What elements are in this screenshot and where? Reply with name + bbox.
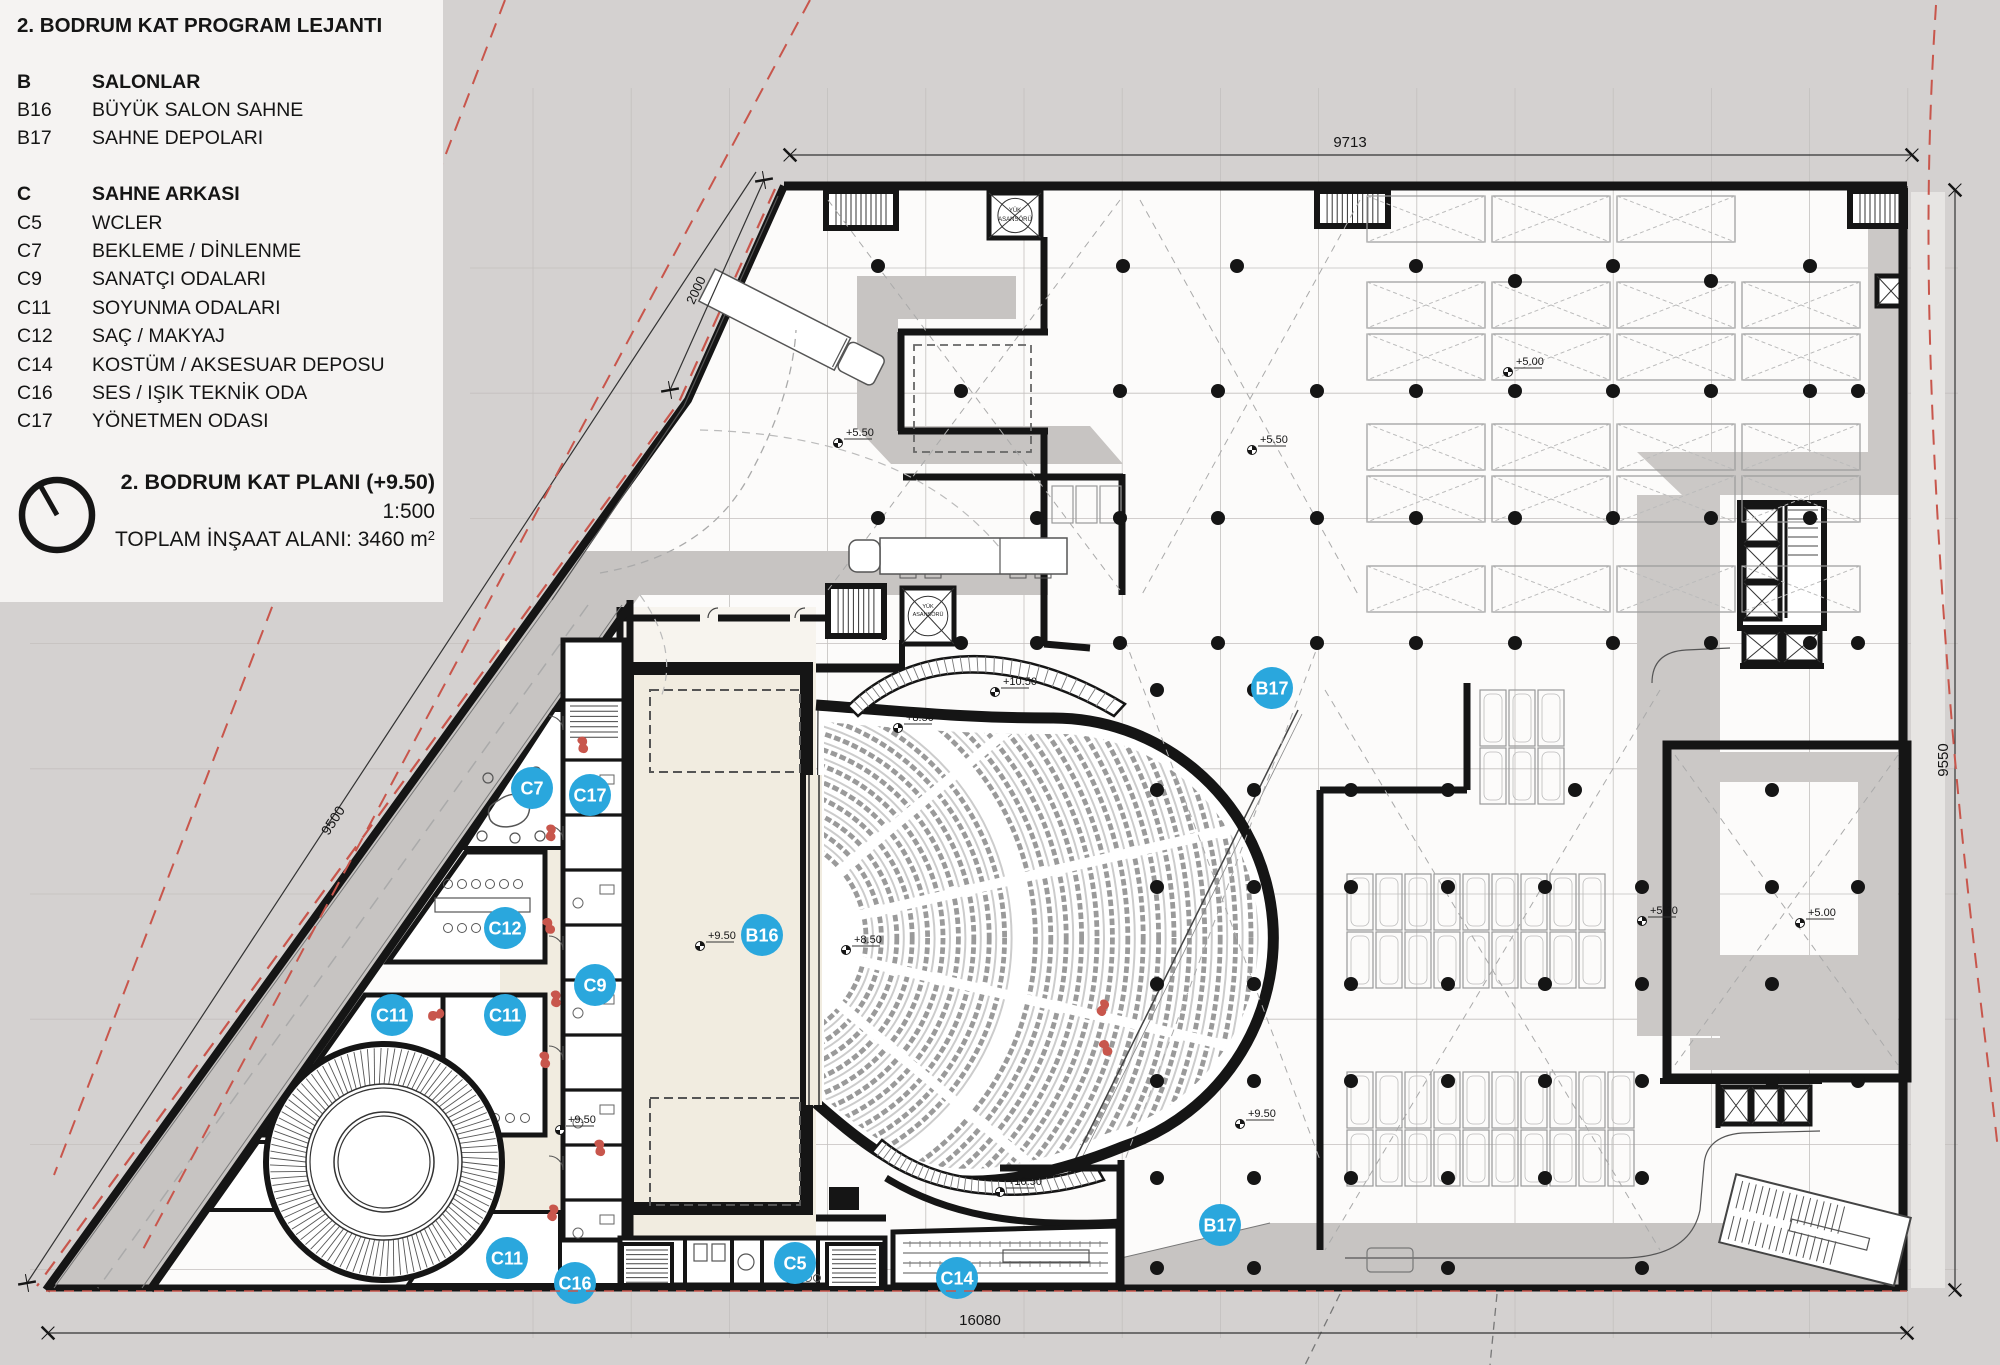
svg-text:YÜK: YÜK <box>1009 207 1021 214</box>
svg-text:B16: B16 <box>17 99 52 121</box>
svg-text:+9.50: +9.50 <box>568 1114 596 1126</box>
svg-text:C11: C11 <box>491 1248 523 1268</box>
svg-text:ASANSÖRÜ: ASANSÖRÜ <box>998 216 1032 223</box>
svg-text:B: B <box>17 71 31 93</box>
svg-text:+5.50: +5.50 <box>846 427 874 439</box>
svg-text:YÜK: YÜK <box>922 603 934 610</box>
svg-text:C5: C5 <box>783 1253 806 1273</box>
svg-text:9550: 9550 <box>1935 743 1952 776</box>
svg-text:WCLER: WCLER <box>92 212 162 234</box>
svg-text:SANATÇI ODALARI: SANATÇI ODALARI <box>92 268 266 290</box>
svg-text:ASANSÖRÜ: ASANSÖRÜ <box>913 611 944 618</box>
svg-text:SAHNE ARKASI: SAHNE ARKASI <box>92 183 240 205</box>
svg-text:C9: C9 <box>17 268 42 290</box>
svg-text:C14: C14 <box>17 354 53 376</box>
svg-text:C: C <box>17 183 31 205</box>
svg-text:B17: B17 <box>1203 1215 1236 1235</box>
svg-text:SALONLAR: SALONLAR <box>92 71 200 93</box>
svg-text:+5.00: +5.00 <box>1650 905 1678 917</box>
svg-text:C12: C12 <box>17 325 53 347</box>
svg-text:2. BODRUM KAT PLANI (+9.50): 2. BODRUM KAT PLANI (+9.50) <box>121 470 435 494</box>
svg-text:+10.50: +10.50 <box>1008 1176 1042 1188</box>
svg-text:C12: C12 <box>488 918 521 938</box>
svg-text:C7: C7 <box>520 778 543 798</box>
svg-text:+8.50: +8.50 <box>906 712 934 724</box>
svg-text:SAHNE DEPOLARI: SAHNE DEPOLARI <box>92 127 263 149</box>
svg-text:B16: B16 <box>745 925 778 945</box>
svg-text:KOSTÜM / AKSESUAR DEPOSU: KOSTÜM / AKSESUAR DEPOSU <box>92 354 385 376</box>
svg-text:+5.50: +5.50 <box>1260 434 1288 446</box>
svg-text:C11: C11 <box>376 1005 408 1025</box>
svg-text:C11: C11 <box>489 1005 521 1025</box>
svg-text:SES / IŞIK TEKNİK ODA: SES / IŞIK TEKNİK ODA <box>92 381 307 404</box>
svg-text:16080: 16080 <box>959 1312 1001 1329</box>
svg-text:C17: C17 <box>573 785 606 805</box>
svg-text:+9.50: +9.50 <box>708 930 736 942</box>
svg-text:SOYUNMA ODALARI: SOYUNMA ODALARI <box>92 297 281 319</box>
svg-text:+10.50: +10.50 <box>1003 676 1037 688</box>
svg-text:C16: C16 <box>17 382 53 404</box>
svg-text:C17: C17 <box>17 410 53 432</box>
svg-text:9713: 9713 <box>1333 134 1366 151</box>
svg-text:B17: B17 <box>17 127 52 149</box>
svg-text:+5.00: +5.00 <box>1808 907 1836 919</box>
svg-text:C16: C16 <box>558 1273 591 1293</box>
svg-text:C7: C7 <box>17 240 42 262</box>
svg-text:YÖNETMEN ODASI: YÖNETMEN ODASI <box>92 410 269 432</box>
svg-text:BEKLEME / DİNLENME: BEKLEME / DİNLENME <box>92 239 301 262</box>
svg-text:+5.00: +5.00 <box>1516 356 1544 368</box>
svg-text:+9.50: +9.50 <box>1248 1108 1276 1120</box>
svg-text:C14: C14 <box>940 1268 973 1288</box>
svg-text:C11: C11 <box>17 297 51 319</box>
svg-text:1:500: 1:500 <box>382 500 435 523</box>
svg-text:+8.50: +8.50 <box>854 934 882 946</box>
svg-text:B17: B17 <box>1255 678 1288 698</box>
svg-text:BÜYÜK SALON SAHNE: BÜYÜK SALON SAHNE <box>92 99 303 121</box>
svg-text:2. BODRUM KAT PROGRAM LEJANTI: 2. BODRUM KAT PROGRAM LEJANTI <box>17 14 382 37</box>
svg-text:C9: C9 <box>583 975 606 995</box>
svg-text:SAÇ / MAKYAJ: SAÇ / MAKYAJ <box>92 325 225 347</box>
svg-text:C5: C5 <box>17 212 42 234</box>
svg-text:TOPLAM İNŞAAT ALANI: 3460 m2: TOPLAM İNŞAAT ALANI: 3460 m2 <box>115 528 435 551</box>
